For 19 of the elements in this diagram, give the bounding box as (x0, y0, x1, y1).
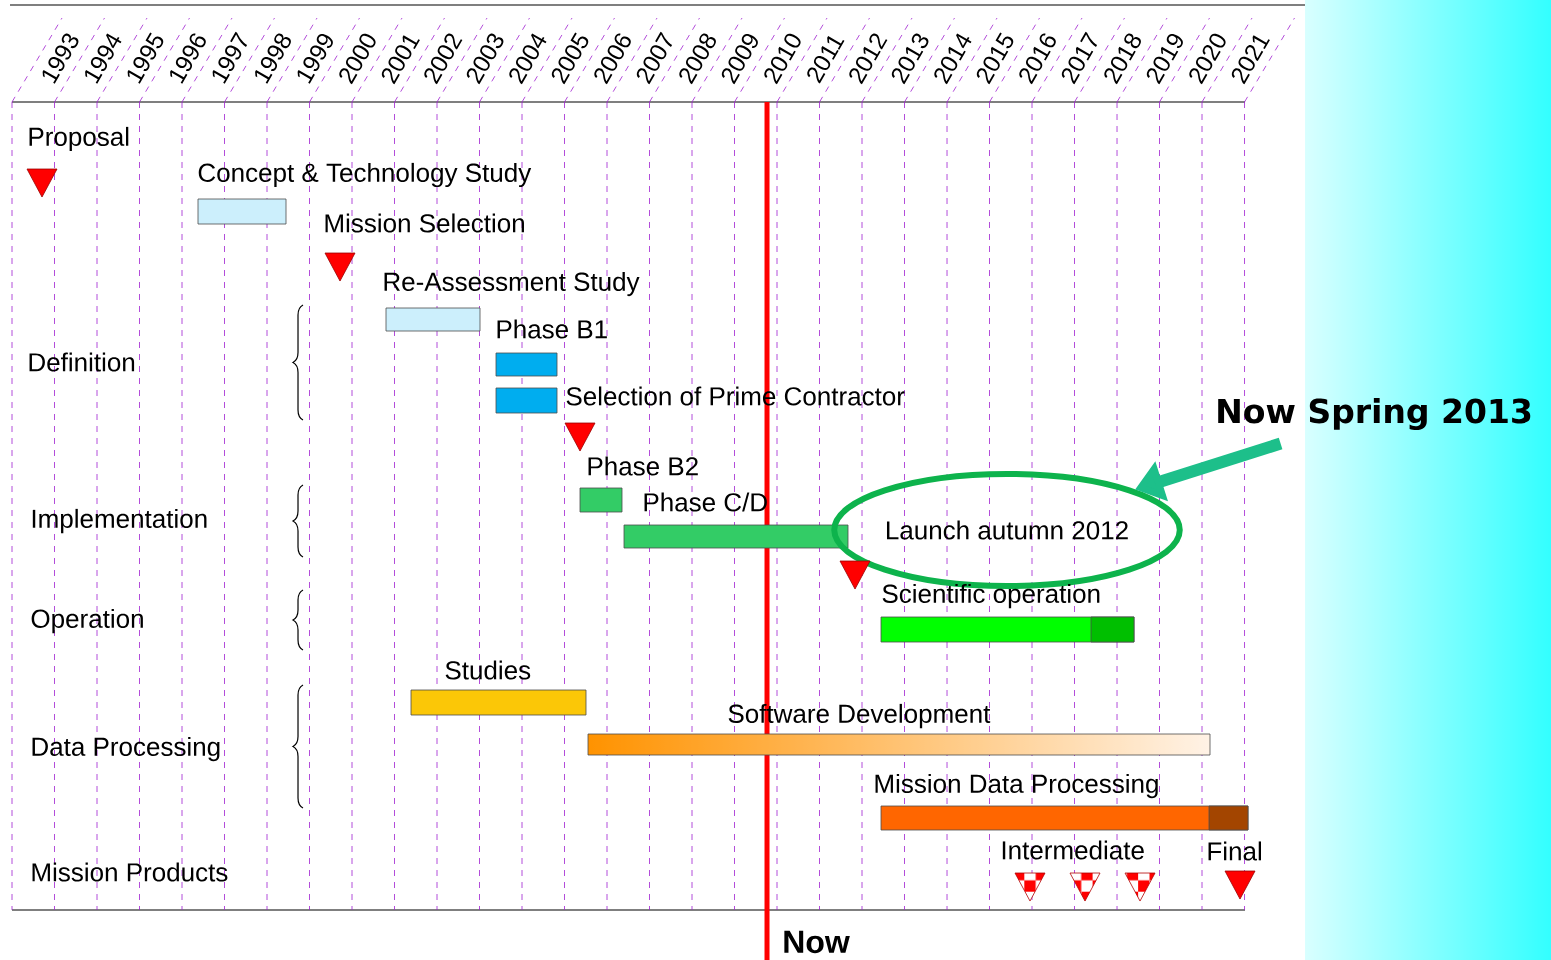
milestone-label: Intermediate (1002, 840, 1144, 860)
annotation-text: Now Spring 2013 (1218, 397, 1531, 431)
row-label: Mission Products (32, 862, 228, 882)
bar-label: Re-Assessment Study (384, 271, 640, 297)
bar-label: Phase B1 (497, 319, 607, 339)
row-label: Implementation (32, 508, 207, 534)
milestone-triangle (564, 422, 596, 452)
bar-label: Concept & Technology Study (198, 162, 532, 188)
milestone-triangle (839, 560, 871, 590)
bar-label: Studies (445, 660, 531, 680)
bar-label: Mission Data Processing (875, 773, 1158, 799)
milestone-label: Mission Selection (325, 213, 524, 233)
milestone-label: Final (1208, 841, 1262, 861)
milestone-label: Proposal (29, 126, 129, 152)
now-label: Now (784, 930, 850, 954)
bar-label: Phase B2 (588, 456, 698, 476)
row-label: Definition (29, 352, 135, 372)
row-label: Data Processing (32, 736, 220, 762)
row-label: Operation (31, 608, 143, 634)
